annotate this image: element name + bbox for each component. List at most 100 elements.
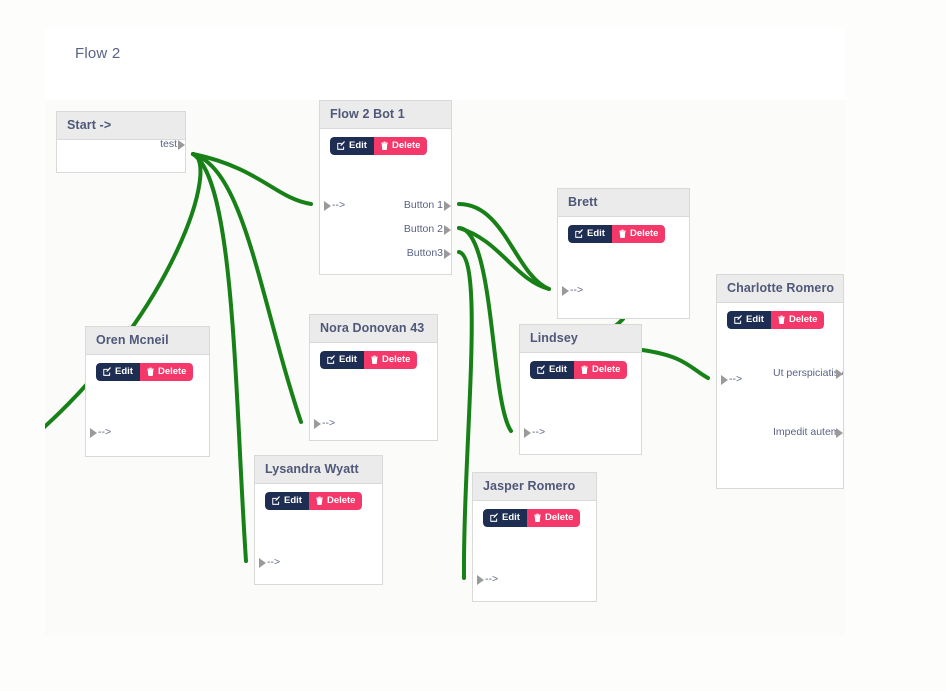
edit-button[interactable]: Edit bbox=[265, 492, 309, 510]
flow-edge[interactable] bbox=[457, 226, 513, 433]
node-body: Edit Delete bbox=[717, 303, 843, 488]
input-arrow-icon bbox=[721, 375, 728, 385]
node-title: Start -> bbox=[57, 112, 185, 140]
node-input-port[interactable]: --> bbox=[562, 283, 583, 297]
edit-button-label: Edit bbox=[349, 140, 367, 152]
flow-edge[interactable] bbox=[191, 152, 313, 206]
node-output-port[interactable]: Button 2 bbox=[404, 222, 451, 236]
trash-icon bbox=[370, 355, 379, 365]
trash-icon bbox=[618, 229, 627, 239]
flow-node-flow2bot1[interactable]: Flow 2 Bot 1 Edit Delete --> Button 1 Button … bbox=[319, 100, 452, 275]
flow-edge[interactable] bbox=[457, 226, 551, 291]
node-input-port[interactable]: --> bbox=[259, 555, 280, 569]
node-input-port[interactable]: --> bbox=[477, 572, 498, 586]
trash-icon bbox=[380, 141, 389, 151]
node-input-port[interactable]: --> bbox=[721, 372, 742, 386]
output-arrow-icon bbox=[178, 140, 185, 150]
delete-button-label: Delete bbox=[544, 512, 574, 524]
node-input-port[interactable]: --> bbox=[324, 198, 345, 212]
edit-button[interactable]: Edit bbox=[530, 361, 574, 379]
delete-button[interactable]: Delete bbox=[363, 351, 418, 369]
edit-button-label: Edit bbox=[549, 364, 567, 376]
delete-button[interactable]: Delete bbox=[611, 225, 666, 243]
flow-edge[interactable] bbox=[640, 348, 710, 380]
node-action-buttons: Edit Delete bbox=[320, 351, 418, 369]
flow-edge[interactable] bbox=[457, 250, 474, 580]
pencil-square-icon bbox=[574, 229, 584, 239]
edit-button[interactable]: Edit bbox=[330, 137, 374, 155]
delete-button-label: Delete bbox=[591, 364, 621, 376]
node-title: Lindsey bbox=[520, 325, 641, 353]
pencil-square-icon bbox=[536, 365, 546, 375]
delete-button[interactable]: Delete bbox=[139, 363, 194, 381]
node-output-port[interactable]: test bbox=[160, 137, 185, 151]
edit-button-label: Edit bbox=[587, 228, 605, 240]
pencil-square-icon bbox=[733, 315, 743, 325]
edit-button[interactable]: Edit bbox=[727, 311, 771, 329]
node-body: Edit Delete bbox=[520, 353, 641, 454]
delete-button-label: Delete bbox=[788, 314, 818, 326]
delete-button[interactable]: Delete bbox=[770, 311, 825, 329]
edit-button[interactable]: Edit bbox=[568, 225, 612, 243]
output-arrow-icon bbox=[836, 428, 843, 438]
node-title: Flow 2 Bot 1 bbox=[320, 101, 451, 129]
trash-icon bbox=[580, 365, 589, 375]
node-title: Nora Donovan 43 bbox=[310, 315, 437, 343]
node-input-port[interactable]: --> bbox=[524, 425, 545, 439]
node-output-port[interactable]: Button3 bbox=[407, 246, 451, 260]
flow-edge[interactable] bbox=[457, 202, 551, 291]
edit-button-label: Edit bbox=[746, 314, 764, 326]
node-output-port[interactable]: Ut perspiciatis qua bbox=[773, 366, 843, 381]
flow-header-bar: Flow 2 bbox=[45, 27, 845, 100]
output-arrow-icon bbox=[444, 201, 451, 211]
edit-button[interactable]: Edit bbox=[96, 363, 140, 381]
pencil-square-icon bbox=[326, 355, 336, 365]
node-body: Edit Delete bbox=[320, 129, 451, 274]
edit-button-label: Edit bbox=[339, 354, 357, 366]
node-action-buttons: Edit Delete bbox=[330, 137, 428, 155]
pencil-square-icon bbox=[271, 496, 281, 506]
flow-node-noradonovan[interactable]: Nora Donovan 43 Edit Delete --> bbox=[309, 314, 438, 441]
node-output-port[interactable]: Button 1 bbox=[404, 198, 451, 212]
input-arrow-icon bbox=[314, 419, 321, 429]
delete-button[interactable]: Delete bbox=[308, 492, 363, 510]
input-arrow-icon bbox=[477, 575, 484, 585]
input-arrow-icon bbox=[90, 428, 97, 438]
node-title: Lysandra Wyatt bbox=[255, 456, 382, 484]
node-title: Brett bbox=[558, 189, 689, 217]
trash-icon bbox=[533, 513, 542, 523]
trash-icon bbox=[146, 367, 155, 377]
edit-button-label: Edit bbox=[502, 512, 520, 524]
input-arrow-icon bbox=[259, 558, 266, 568]
node-title: Jasper Romero bbox=[473, 473, 596, 501]
delete-button-label: Delete bbox=[381, 354, 411, 366]
node-input-port[interactable]: --> bbox=[90, 425, 111, 439]
node-action-buttons: Edit Delete bbox=[530, 361, 628, 379]
node-action-buttons: Edit Delete bbox=[727, 311, 825, 329]
delete-button-label: Delete bbox=[629, 228, 659, 240]
flow-node-start[interactable]: Start ->test bbox=[56, 111, 186, 173]
node-body: Edit Delete bbox=[558, 217, 689, 318]
delete-button[interactable]: Delete bbox=[373, 137, 428, 155]
edit-button[interactable]: Edit bbox=[483, 509, 527, 527]
delete-button-label: Delete bbox=[391, 140, 421, 152]
node-output-port[interactable]: Impedit autem sapie bbox=[773, 425, 843, 440]
output-arrow-icon bbox=[444, 249, 451, 259]
delete-button[interactable]: Delete bbox=[573, 361, 628, 379]
node-body: Edit Delete bbox=[473, 501, 596, 601]
delete-button[interactable]: Delete bbox=[526, 509, 581, 527]
node-input-port[interactable]: --> bbox=[314, 416, 335, 430]
node-title: Oren Mcneil bbox=[86, 327, 209, 355]
input-arrow-icon bbox=[324, 201, 331, 211]
edit-button[interactable]: Edit bbox=[320, 351, 364, 369]
